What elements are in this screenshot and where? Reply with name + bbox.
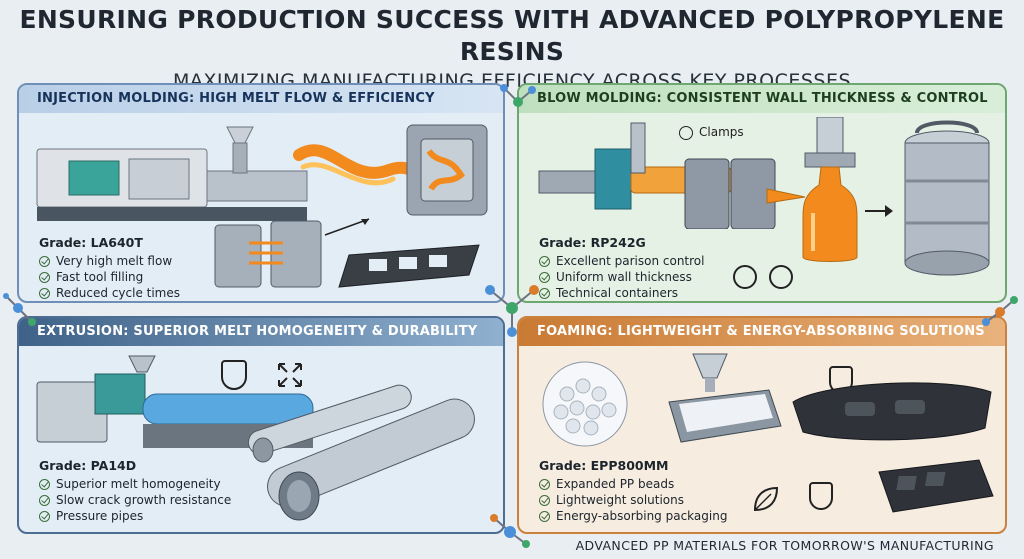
footer-tagline: ADVANCED PP MATERIALS FOR TOMORROW'S MAN… [575, 538, 994, 553]
foam-packaging-tray-illustration [878, 459, 994, 513]
car-bumper-illustration [792, 382, 992, 441]
parison-extruder-illustration [538, 122, 806, 229]
check-icon [539, 271, 550, 283]
grade-label: Grade: PA14D [39, 458, 137, 473]
shield-check-icon [221, 360, 247, 390]
feature-item: Pressure pipes [39, 508, 231, 524]
feature-item: Fast tool filling [39, 269, 180, 285]
grade-block: Grade: PA14D Superior melt homogeneity S… [39, 458, 231, 524]
shield-check-icon [809, 482, 833, 510]
no-entry-icon [733, 265, 757, 289]
feature-item: Superior melt homogeneity [39, 476, 231, 492]
panel-injection-molding: INJECTION MOLDING: HIGH MELT FLOW & EFFI… [17, 83, 505, 303]
grade-label: Grade: LA640T [39, 235, 143, 250]
feature-item: Slow crack growth resistance [39, 492, 231, 508]
bottle-illustration [802, 117, 858, 262]
target-icon [769, 265, 793, 289]
molecule-decoration [485, 285, 539, 337]
expand-arrows-icon [278, 363, 302, 387]
check-icon [39, 478, 50, 490]
feature-item: Energy-absorbing packaging [539, 508, 727, 524]
panel-blow-molding: BLOW MOLDING: CONSISTENT WALL THICKNESS … [517, 83, 1007, 303]
molecule-decoration [3, 293, 36, 326]
molecule-decoration [500, 84, 536, 107]
callout-clamps: Clamps [679, 125, 744, 140]
check-icon [539, 510, 550, 522]
molecule-decoration [490, 514, 530, 548]
pipes-illustration [247, 384, 475, 521]
molecule-decoration [982, 296, 1018, 326]
page-title: ENSURING PRODUCTION SUCCESS WITH ADVANCE… [19, 5, 1005, 66]
drum-container-illustration [904, 120, 990, 276]
panel-banner: EXTRUSION: SUPERIOR MELT HOMOGENEITY & D… [19, 318, 503, 346]
grade-label: Grade: EPP800MM [539, 458, 669, 473]
feature-item: Lightweight solutions [539, 492, 727, 508]
check-icon [39, 271, 50, 283]
feature-item: Expanded PP beads [539, 476, 727, 492]
grade-label: Grade: RP242G [539, 235, 646, 250]
mold-halves-illustration [214, 218, 480, 288]
injection-molding-machine-illustration [36, 126, 308, 221]
feature-item: Technical containers [539, 285, 704, 301]
feature-item: Excellent parison control [539, 253, 704, 269]
arrow-right-icon [865, 205, 893, 217]
panel-foaming: FOAMING: LIGHTWEIGHT & ENERGY-ABSORBING … [517, 316, 1007, 534]
check-icon [39, 255, 50, 267]
pp-beads-illustration [542, 361, 628, 447]
foaming-hopper-illustration [668, 353, 782, 443]
check-icon [539, 494, 550, 506]
feature-item: Reduced cycle times [39, 285, 180, 301]
melt-flow-mold-illustration [293, 124, 488, 216]
check-icon [539, 255, 550, 267]
grade-block: Grade: EPP800MM Expanded PP beads Lightw… [539, 458, 727, 524]
crosshair-icon [679, 125, 693, 140]
header: ENSURING PRODUCTION SUCCESS WITH ADVANCE… [0, 4, 1024, 94]
check-icon [39, 510, 50, 522]
check-icon [39, 494, 50, 506]
feature-item: Very high melt flow [39, 253, 180, 269]
check-icon [539, 287, 550, 299]
panel-extrusion: EXTRUSION: SUPERIOR MELT HOMOGENEITY & D… [17, 316, 505, 534]
panel-banner: INJECTION MOLDING: HIGH MELT FLOW & EFFI… [19, 85, 503, 113]
leaf-icon [753, 486, 779, 512]
panel-banner: BLOW MOLDING: CONSISTENT WALL THICKNESS … [519, 85, 1005, 113]
panel-banner: FOAMING: LIGHTWEIGHT & ENERGY-ABSORBING … [519, 318, 1005, 346]
grade-block: Grade: LA640T Very high melt flow Fast t… [39, 235, 180, 301]
feature-item: Uniform wall thickness [539, 269, 704, 285]
check-icon [39, 287, 50, 299]
grade-block: Grade: RP242G Excellent parison control … [539, 235, 704, 301]
check-icon [539, 478, 550, 490]
